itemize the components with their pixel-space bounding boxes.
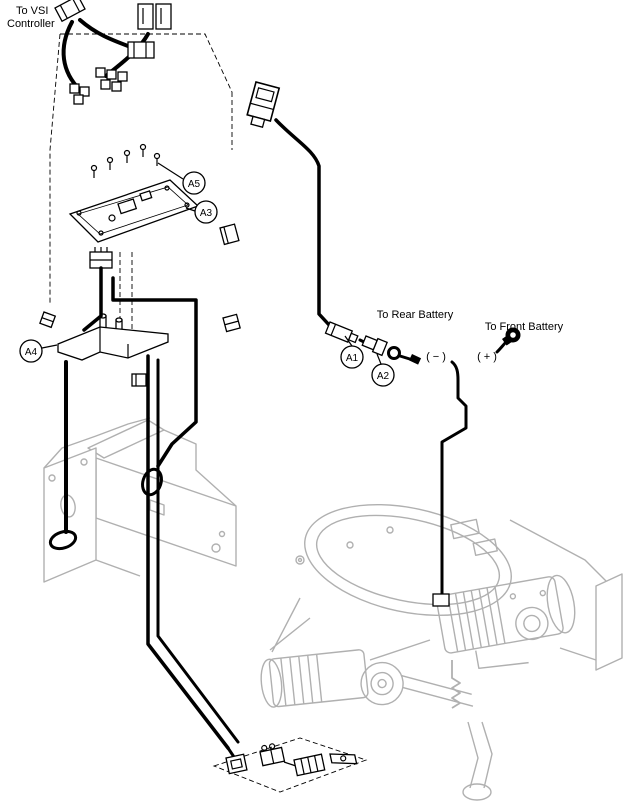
svg-text:A2: A2 [377, 371, 390, 382]
black-inline-connector [246, 81, 281, 129]
caster-fork [462, 721, 493, 801]
fuse-holder-a2 [361, 335, 401, 360]
tray-connector [89, 247, 113, 269]
inset-bracket [329, 753, 358, 765]
mounting-bracket [39, 311, 241, 387]
multipin-block [95, 67, 128, 92]
frame-loop-outer [304, 503, 512, 617]
right-motor [436, 574, 576, 670]
tower-left-column [43, 447, 97, 583]
inset-connector-2 [259, 743, 286, 767]
positive-ring-terminal [502, 327, 521, 346]
vsi-plug-connector [54, 0, 86, 23]
callout-a3: A3 [185, 200, 218, 224]
bottom-connector-inset [212, 737, 368, 793]
suspension-spring [451, 660, 461, 709]
tower-side-plate [95, 457, 237, 567]
electronics-tray [68, 143, 240, 269]
inset-connector-1 [225, 753, 248, 775]
harness-grommet-lower [48, 529, 78, 551]
svg-text:A5: A5 [188, 179, 201, 190]
inset-block [293, 753, 326, 777]
vsi-harness: To VSI Controller [7, 0, 172, 105]
callout-a5: A5 [157, 162, 206, 195]
small-block-connector [69, 83, 90, 105]
svg-text:A1: A1 [346, 353, 359, 364]
frame-right-post [595, 573, 623, 671]
chassis-frame [43, 417, 623, 801]
clip-connector-upper [219, 223, 240, 246]
callout-a1: A1 [340, 335, 364, 369]
tower-back-plate [87, 419, 165, 459]
negative-spade-terminal [409, 354, 422, 365]
tray-screws [90, 143, 161, 178]
inset-dashed-box [212, 737, 368, 793]
battery-connector-a1 [324, 321, 359, 344]
frame-loop-inner [315, 514, 501, 606]
callouts: A5 A3 A4 A1 A2 [19, 162, 395, 387]
motor-connector-end [432, 593, 450, 607]
clip-connector-left [39, 311, 57, 329]
svg-text:A3: A3 [200, 208, 213, 219]
front-battery-label: To Front Battery [485, 321, 564, 333]
negative-label: ( − ) [426, 351, 446, 363]
battery-harness: ( − ) ( + ) To Rear Battery To Front Bat… [246, 81, 564, 607]
callout-a4: A4 [19, 339, 58, 363]
left-motor [260, 649, 474, 708]
main-harness-wires [48, 266, 240, 750]
vsi-label-line2: Controller [7, 18, 55, 30]
positive-label: ( + ) [477, 351, 497, 363]
vsi-label-line1: To VSI [16, 5, 48, 17]
harness-connector-mid [127, 41, 155, 59]
clip-connector-below [131, 373, 147, 387]
svg-text:A4: A4 [25, 347, 38, 358]
harness-connector-pair [137, 3, 172, 30]
callout-a2: A2 [371, 353, 395, 387]
clip-connector-right [222, 313, 241, 333]
rear-battery-label: To Rear Battery [377, 309, 454, 321]
